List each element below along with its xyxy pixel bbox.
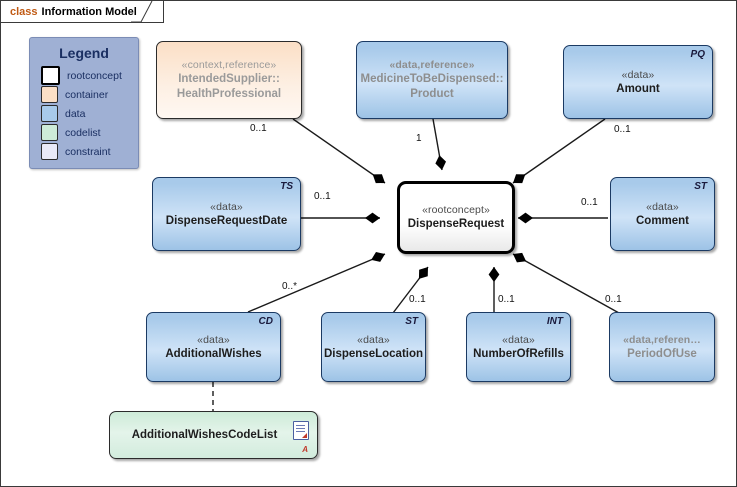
multiplicity-amount: 0..1 (614, 124, 631, 135)
legend-title: Legend (59, 45, 109, 61)
type-tag-amount: PQ (690, 49, 705, 60)
stereotype-dispense-request-date: «data» (210, 200, 243, 213)
class-node-dispense-request-date[interactable]: TS «data» DispenseRequestDate (152, 177, 301, 251)
class-name-number-of-refills: NumberOfRefills (473, 347, 564, 360)
link-amount (512, 118, 606, 184)
link-additional-wishes (247, 251, 386, 313)
multiplicity-dispense-location: 0..1 (409, 294, 426, 305)
stereotype-period-of-use: «data,referen… (623, 333, 701, 346)
multiplicity-additional-wishes: 0..* (282, 281, 298, 292)
stereotype-comment: «data» (646, 200, 679, 213)
class-name-additional-wishes-codelist: AdditionalWishesCodeList (131, 429, 278, 441)
multiplicity-comment: 0..1 (581, 197, 598, 208)
frame-keyword: class (10, 5, 38, 18)
type-tag-number-of-refills: INT (546, 316, 563, 327)
stereotype-additional-wishes: «data» (197, 333, 230, 346)
class-node-additional-wishes-codelist[interactable]: AdditionalWishesCodeList A (109, 411, 318, 459)
class-name-health-professional-line2: HealthProfessional (176, 88, 282, 100)
stereotype-number-of-refills: «data» (502, 333, 535, 346)
class-node-product[interactable]: «data,reference» MedicineToBeDispensed::… (356, 41, 508, 119)
class-name-period-of-use: PeriodOfUse (627, 347, 697, 360)
class-name-dispense-request-date: DispenseRequestDate (165, 214, 288, 227)
legend-swatch-rootconcept (41, 66, 60, 85)
class-name-product-line1: MedicineToBeDispensed:: (360, 73, 504, 85)
stereotype-dispense-location: «data» (357, 333, 390, 346)
legend-item-data: data (30, 104, 138, 123)
class-name-product-line2: Product (410, 88, 454, 100)
multiplicity-number-of-refills: 0..1 (498, 294, 515, 305)
multiplicity-period-of-use: 0..1 (605, 294, 622, 305)
annotation-marker-icon: A (302, 445, 308, 454)
class-node-dispense-location[interactable]: ST «data» DispenseLocation (321, 312, 426, 382)
stereotype-dispense-request: «rootconcept» (422, 204, 490, 216)
legend-swatch-constraint (41, 143, 58, 160)
legend-swatch-data (41, 105, 58, 122)
class-node-amount[interactable]: PQ «data» Amount (563, 45, 713, 119)
stereotype-health-professional: «context,reference» (181, 59, 277, 71)
link-period-of-use (512, 252, 620, 314)
class-name-health-professional-line1: IntendedSupplier:: (178, 73, 280, 85)
frame-title: Information Model (41, 5, 137, 18)
multiplicity-dispense-request-date: 0..1 (314, 191, 331, 202)
type-tag-comment: ST (694, 181, 707, 192)
stereotype-product: «data,reference» (389, 59, 475, 71)
class-name-dispense-request: DispenseRequest (407, 218, 505, 230)
type-tag-dispense-location: ST (405, 316, 418, 327)
class-name-amount: Amount (616, 82, 660, 95)
diagram-frame-tab: class Information Model (1, 1, 164, 23)
type-tag-dispense-request-date: TS (280, 181, 293, 192)
class-node-dispense-request[interactable]: «rootconcept» DispenseRequest (397, 181, 515, 254)
class-node-additional-wishes[interactable]: CD «data» AdditionalWishes (146, 312, 281, 382)
class-node-period-of-use[interactable]: «data,referen… PeriodOfUse (609, 312, 715, 382)
legend-item-constraint: constraint (30, 142, 138, 161)
legend-swatch-container (41, 86, 58, 103)
legend-label-rootconcept: rootconcept (67, 69, 122, 82)
legend-item-codelist: codelist (30, 123, 138, 142)
class-name-comment: Comment (635, 214, 690, 227)
class-node-health-professional[interactable]: «context,reference» IntendedSupplier:: H… (156, 41, 302, 119)
link-product (432, 118, 447, 171)
class-node-comment[interactable]: ST «data» Comment (610, 177, 715, 251)
legend-item-rootconcept: rootconcept (30, 66, 138, 85)
legend-swatch-codelist (41, 124, 58, 141)
class-node-number-of-refills[interactable]: INT «data» NumberOfRefills (466, 312, 571, 382)
legend-label-container: container (65, 88, 109, 101)
stereotype-amount: «data» (621, 68, 655, 81)
multiplicity-product: 1 (416, 133, 422, 144)
class-name-additional-wishes: AdditionalWishes (165, 347, 262, 360)
class-name-dispense-location: DispenseLocation (323, 347, 424, 360)
multiplicity-health-professional: 0..1 (250, 123, 267, 134)
legend-item-container: container (30, 85, 138, 104)
legend-panel: Legend rootconcept container data codeli… (29, 37, 139, 169)
type-tag-additional-wishes: CD (258, 316, 273, 327)
link-dispense-location (392, 266, 429, 314)
legend-label-data: data (65, 107, 86, 120)
document-icon (293, 421, 309, 440)
link-health-professional (292, 118, 386, 184)
legend-label-constraint: constraint (65, 145, 111, 158)
legend-label-codelist: codelist (65, 126, 101, 139)
